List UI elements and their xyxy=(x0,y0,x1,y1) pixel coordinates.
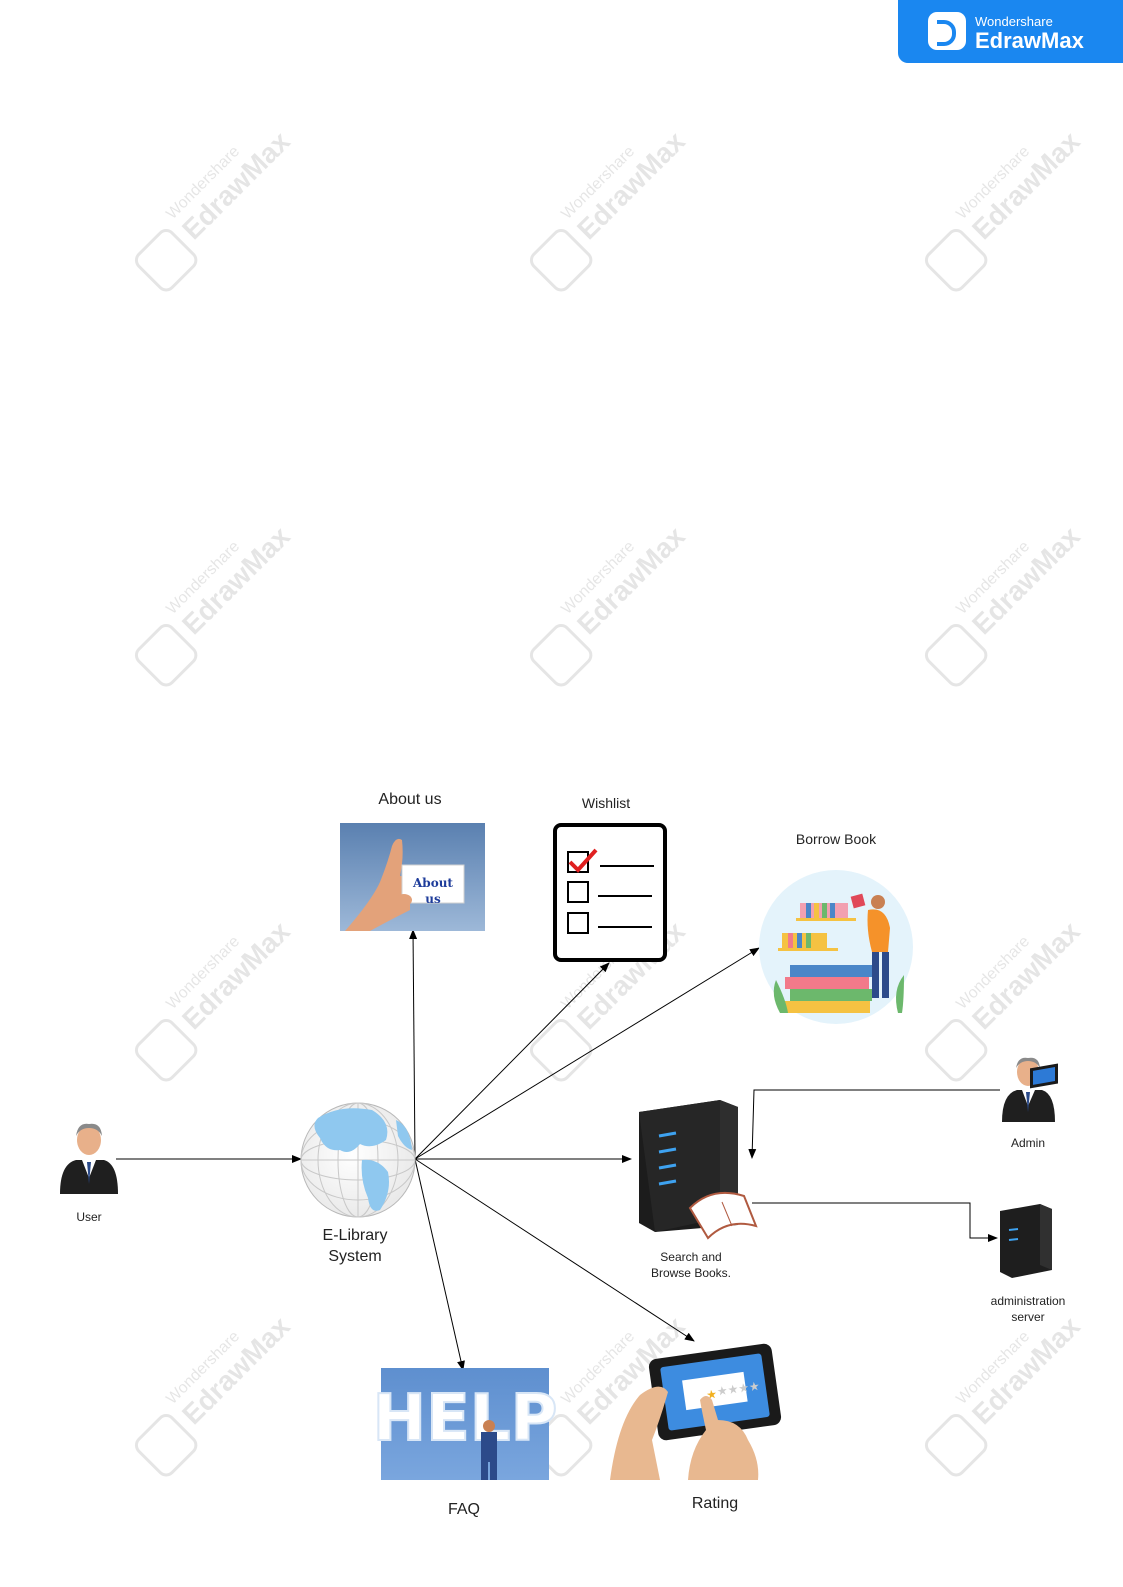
elibrary-label-line2: System xyxy=(328,1247,382,1265)
arrow-to-faq xyxy=(414,1158,465,1371)
brand-badge: Wondershare EdrawMax xyxy=(898,0,1123,63)
arrow-search-to-admin-server xyxy=(752,1202,998,1242)
brand-big-text: EdrawMax xyxy=(975,28,1084,53)
elibrary-system-label: E-Library System xyxy=(300,1226,410,1268)
search-label-line1: Search and xyxy=(660,1250,722,1264)
arrow-to-about xyxy=(409,929,418,1160)
help-faq-image: HELP xyxy=(372,1368,558,1480)
rating-tablet-icon: ★ ★★★★ xyxy=(610,1343,782,1480)
admin-person-icon xyxy=(1002,1057,1055,1122)
book-server-icon xyxy=(639,1100,758,1240)
arrow-to-borrow xyxy=(414,947,760,1160)
edrawmax-logo-icon xyxy=(928,12,966,50)
about-us-label: About us xyxy=(378,791,442,808)
about-us-card-text: About us xyxy=(413,876,453,906)
admin-label: Admin xyxy=(1010,1136,1045,1150)
administration-server-label: administration server xyxy=(970,1294,1086,1325)
help-text: HELP xyxy=(373,1382,558,1456)
user-person-icon xyxy=(60,1123,118,1194)
arrow-to-wishlist xyxy=(414,962,610,1160)
administration-server-icon xyxy=(1000,1063,1058,1278)
wishlist-label: Wishlist xyxy=(581,795,631,811)
admin-server-label-line1: administration xyxy=(990,1294,1066,1308)
user-label: User xyxy=(76,1210,102,1224)
connectors xyxy=(116,929,1000,1371)
search-label-line2: Browse Books. xyxy=(650,1265,732,1280)
about-us-image xyxy=(340,823,485,931)
borrow-book-illustration xyxy=(759,870,913,1024)
rating-label: Rating xyxy=(691,1495,739,1512)
brand-small-text: Wondershare xyxy=(975,14,1053,29)
borrow-book-label: Borrow Book xyxy=(795,831,877,847)
elibrary-label-line1: E-Library xyxy=(322,1227,388,1244)
faq-label: FAQ xyxy=(447,1501,480,1518)
arrow-to-rating xyxy=(414,1158,695,1342)
wishlist-checklist-icon xyxy=(553,823,667,962)
globe-icon xyxy=(300,1102,416,1218)
admin-server-label-line2: server xyxy=(1011,1309,1045,1324)
arrow-admin-to-search xyxy=(748,1089,1000,1159)
search-browse-label: Search and Browse Books. xyxy=(631,1250,751,1281)
svg-text:★★★★: ★★★★ xyxy=(716,1379,761,1399)
